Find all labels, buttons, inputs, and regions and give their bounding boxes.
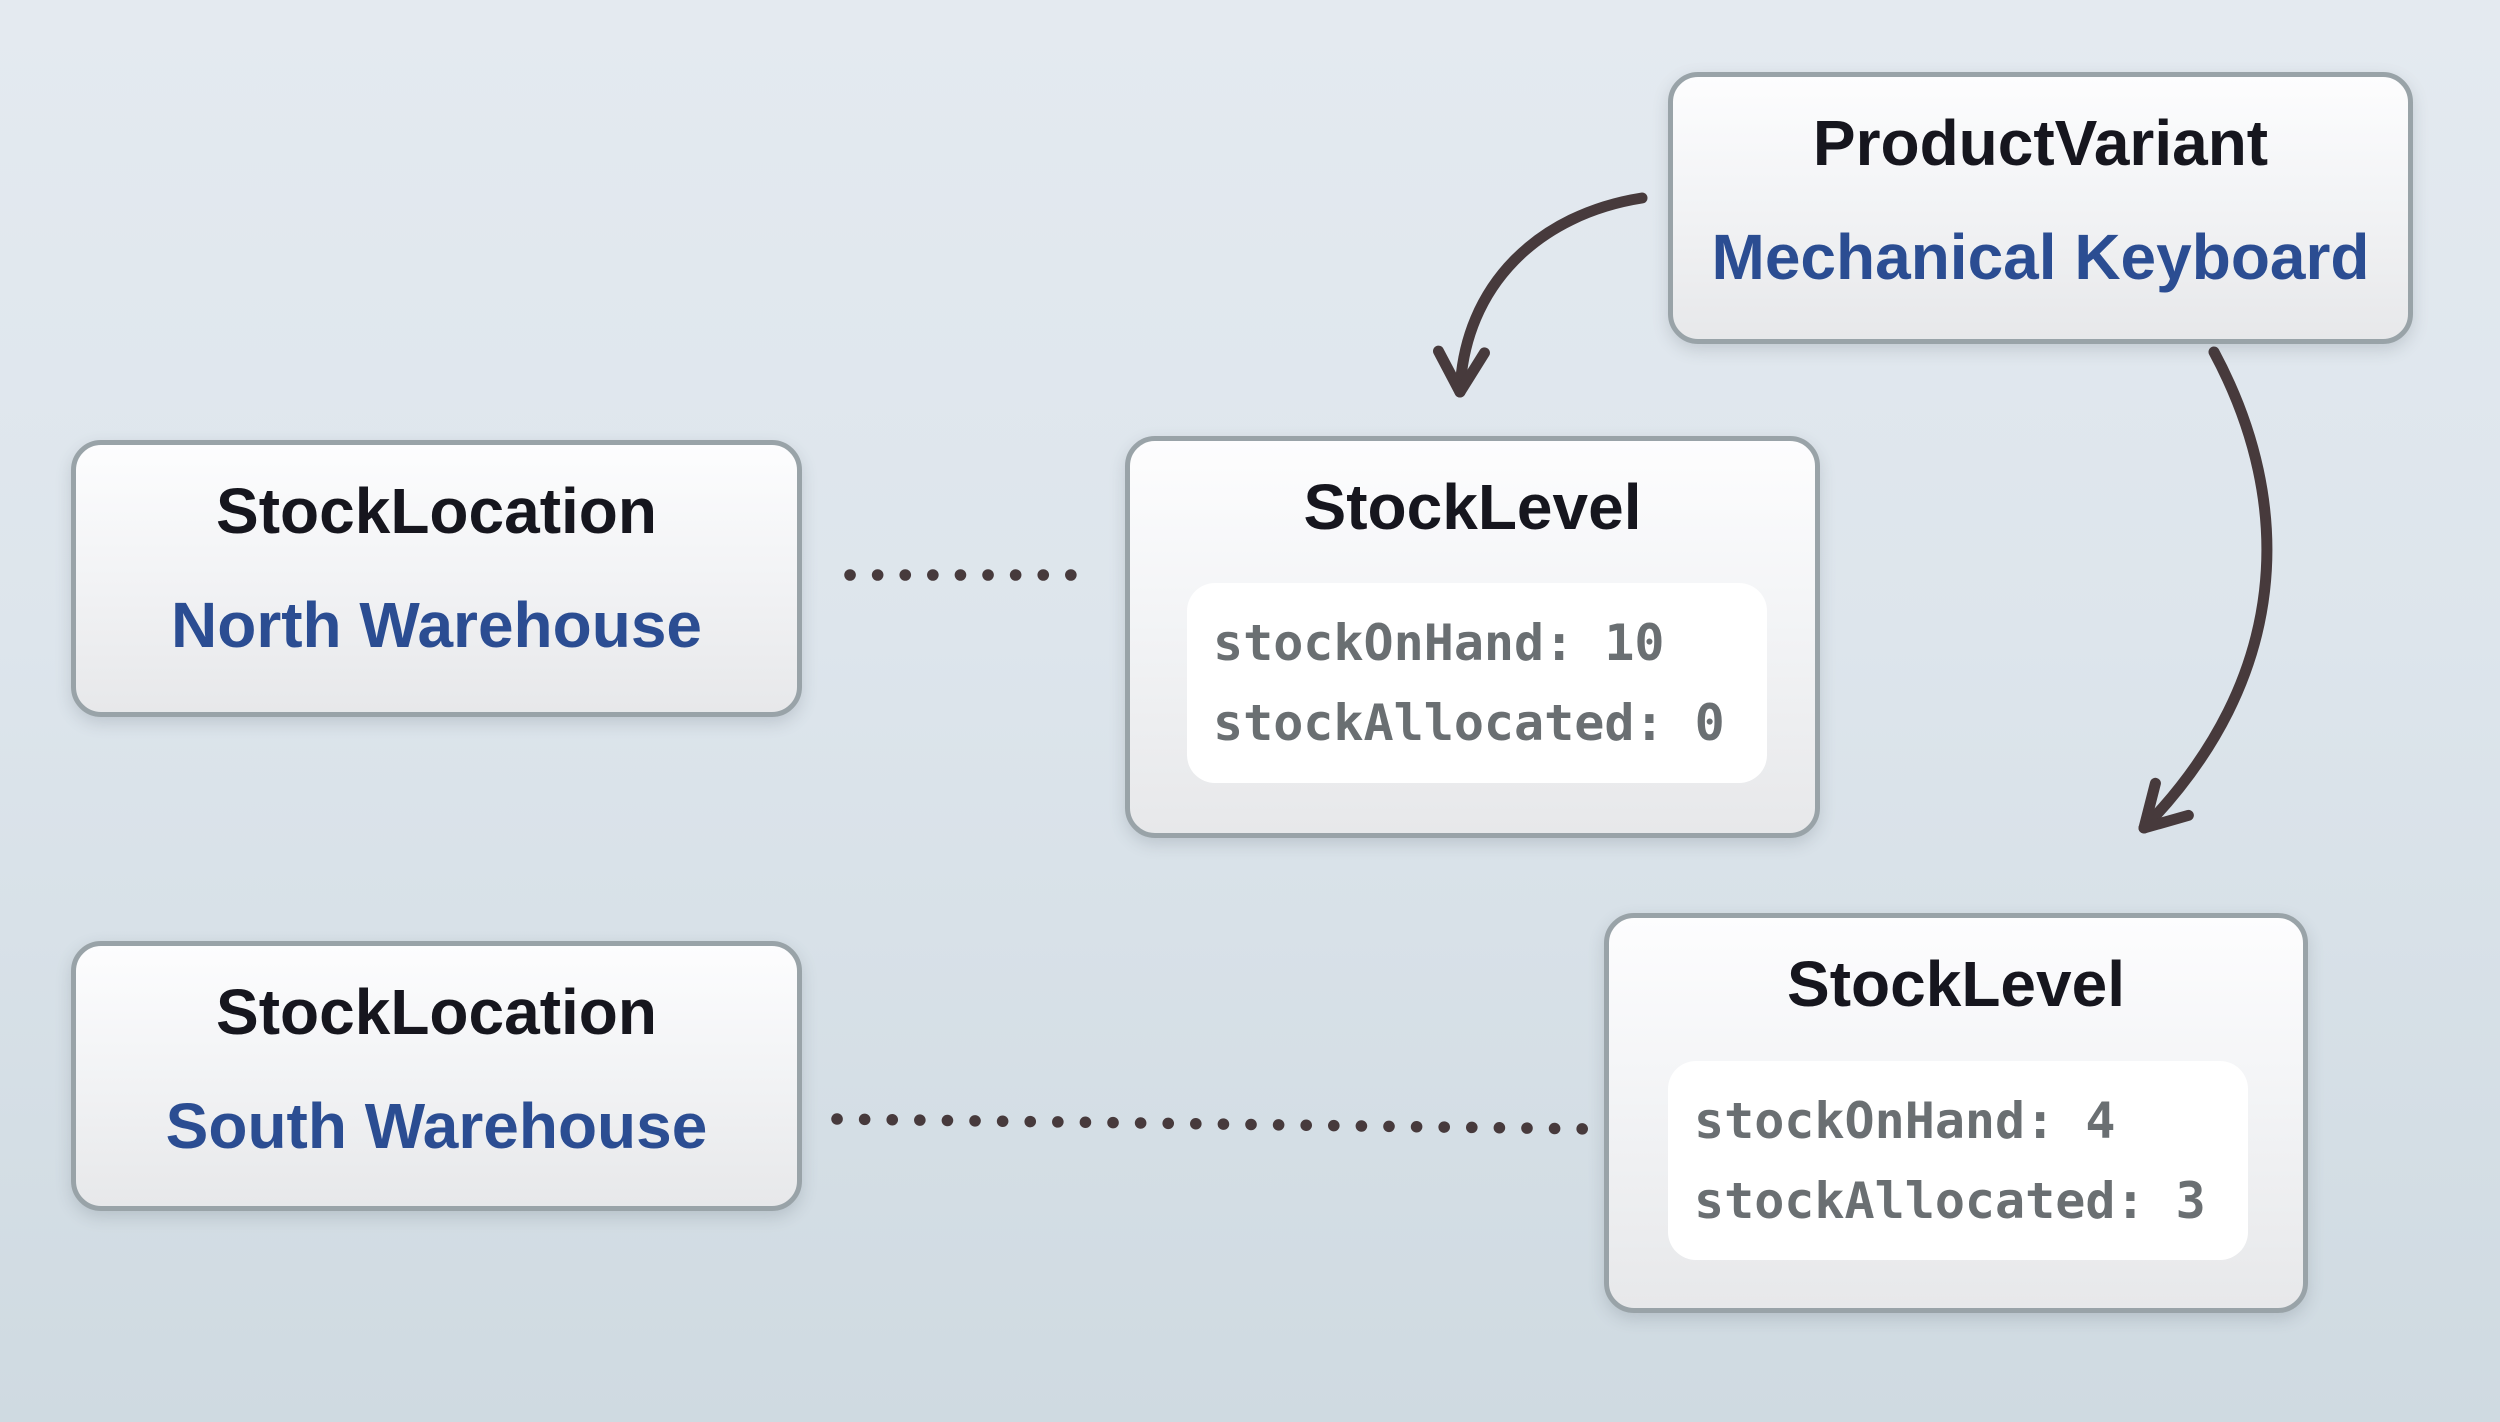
dotted-link-south-location-to-stocklevel xyxy=(831,1113,1596,1135)
node-stock-level-north: StockLevel stockOnHand: 10 stockAllocate… xyxy=(1125,436,1820,838)
entity-type-label: StockLevel xyxy=(1787,948,2125,1020)
entity-instance-label: South Warehouse xyxy=(165,1090,708,1162)
node-product-variant: ProductVariant Mechanical Keyboard xyxy=(1668,72,2413,344)
stock-on-hand-field: stockOnHand: 4 xyxy=(1694,1091,2116,1150)
node-stock-location-north: StockLocation North Warehouse xyxy=(71,440,802,717)
arrow-productvariant-to-stocklevel-north xyxy=(1433,192,1648,398)
stock-on-hand-field: stockOnHand: 10 xyxy=(1213,614,1665,672)
stock-fields-panel: stockOnHand: 10 stockAllocated: 0 xyxy=(1187,583,1767,783)
stock-allocated-field: stockAllocated: 0 xyxy=(1213,694,1725,752)
entity-type-label: StockLocation xyxy=(216,976,657,1048)
entity-instance-label: Mechanical Keyboard xyxy=(1711,221,2370,293)
entity-type-label: StockLocation xyxy=(216,475,657,547)
node-stock-level-south: StockLevel stockOnHand: 4 stockAllocated… xyxy=(1604,913,2308,1313)
stock-fields-panel: stockOnHand: 4 stockAllocated: 3 xyxy=(1668,1061,2248,1260)
arrow-productvariant-to-stocklevel-south xyxy=(2138,346,2273,834)
node-stock-location-south: StockLocation South Warehouse xyxy=(71,941,802,1211)
stock-allocated-field: stockAllocated: 3 xyxy=(1694,1171,2206,1230)
entity-instance-label: North Warehouse xyxy=(171,589,702,661)
entity-type-label: StockLevel xyxy=(1303,471,1642,543)
entity-type-label: ProductVariant xyxy=(1812,107,2269,179)
